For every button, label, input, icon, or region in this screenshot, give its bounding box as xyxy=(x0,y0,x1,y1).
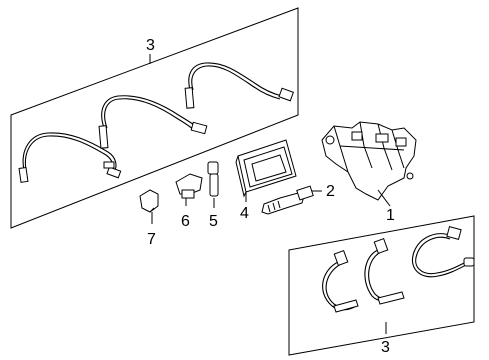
sensor-6: 6 xyxy=(175,173,203,230)
spark-plug: 2 xyxy=(261,183,335,215)
control-module: 4 xyxy=(235,139,297,222)
callout-1: 1 xyxy=(386,207,395,224)
spark-plug-wire-2 xyxy=(98,95,208,149)
upper-wire-set-panel: 3 xyxy=(10,7,299,229)
spark-plug-wire-3 xyxy=(184,62,294,109)
callout-7: 7 xyxy=(147,231,156,248)
callout-3-lower: 3 xyxy=(381,339,390,356)
upper-panel-outline xyxy=(10,7,299,229)
callout-6: 6 xyxy=(181,213,190,230)
lower-wire-set-panel: 3 xyxy=(288,215,475,356)
ignition-coil-assembly: 1 xyxy=(321,121,417,224)
callout-3-upper: 3 xyxy=(146,37,155,54)
lower-wire-b xyxy=(364,238,405,305)
lower-wire-a xyxy=(322,250,359,313)
callout-4: 4 xyxy=(240,205,249,222)
lower-wire-c xyxy=(412,226,475,278)
sensor-5: 5 xyxy=(207,161,219,230)
callout-1-leader xyxy=(377,189,391,207)
callout-2: 2 xyxy=(326,183,335,200)
callout-5: 5 xyxy=(209,213,218,230)
sensor-7: 7 xyxy=(139,189,159,248)
lower-panel-outline xyxy=(288,215,475,356)
wire-connector xyxy=(103,161,115,169)
